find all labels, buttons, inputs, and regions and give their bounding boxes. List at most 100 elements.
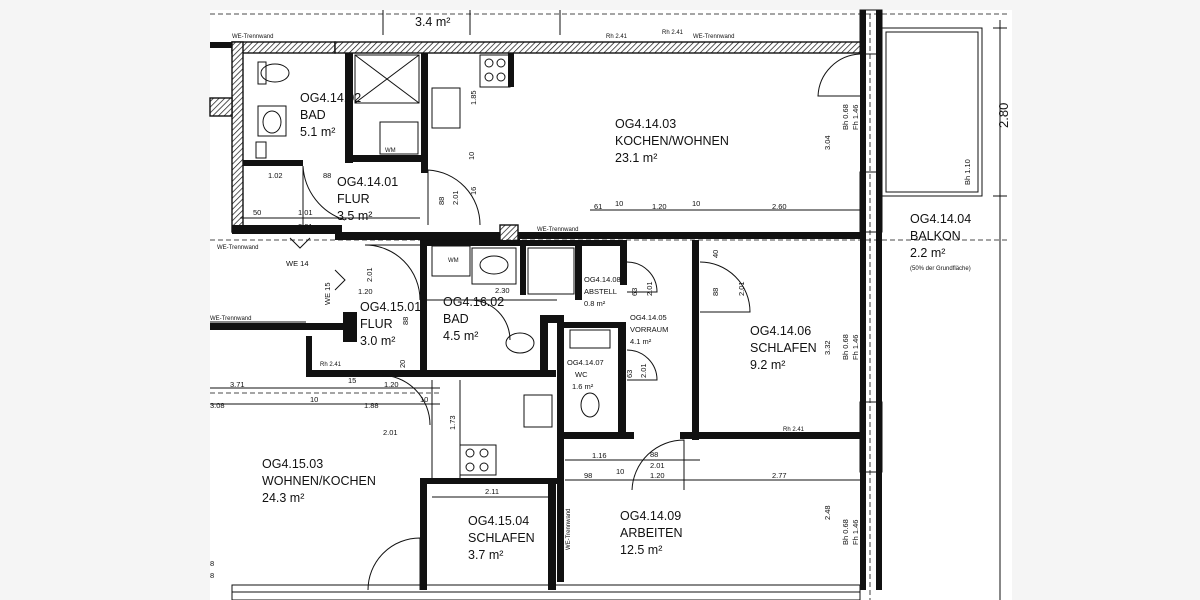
- dim-116: 1.16: [592, 451, 607, 460]
- room-14-04-id: OG4.14.04: [910, 212, 971, 226]
- room-14-06-name: SCHLAFEN: [750, 341, 817, 355]
- dim-185: 1.85: [469, 90, 478, 105]
- dim-88d: 88: [711, 288, 720, 296]
- room-15-03-id: OG4.15.03: [262, 457, 323, 471]
- burner-3: [484, 72, 494, 82]
- door-bad-14-02: [302, 165, 346, 225]
- dim-304: 3.04: [823, 135, 832, 150]
- dim-230: 2.30: [495, 286, 510, 295]
- dim-277: 2.77: [772, 471, 787, 480]
- room-15-04-name: SCHLAFEN: [468, 531, 535, 545]
- room-14-07-area: 1.6 m²: [572, 382, 594, 391]
- burner-1: [484, 58, 494, 68]
- dim-15: 15: [348, 376, 356, 385]
- dim-120b: 1.20: [358, 287, 373, 296]
- washing-machine-2: [431, 245, 471, 277]
- wall-we-trennwand: [210, 323, 343, 330]
- dim-50: 50: [253, 208, 261, 217]
- dim-102: 1.02: [268, 171, 283, 180]
- wall-top-left: [231, 41, 336, 54]
- stove-15: [459, 444, 497, 476]
- room-14-09-name: ARBEITEN: [620, 526, 683, 540]
- room-14-04-name: BALKON: [910, 229, 961, 243]
- sink-bad14: [257, 105, 287, 137]
- we-trennwand-1: WE-Trennwand: [232, 34, 273, 40]
- door-arbeiten: [631, 439, 685, 491]
- room-14-01-name: FLUR: [337, 192, 370, 206]
- bh-schlafen: Bh 0.68: [841, 334, 850, 360]
- burner-15-4: [479, 462, 489, 472]
- door-balcony: [817, 53, 861, 97]
- wall-schlafen15-right: [548, 478, 556, 590]
- dim-173: 1.73: [448, 415, 457, 430]
- burner-15-2: [479, 448, 489, 458]
- dim-101: 1.01: [298, 208, 313, 217]
- we-trennwand-4: WE-Trennwand: [537, 227, 578, 233]
- rh-left: Rh 2.41: [320, 362, 342, 368]
- burner-15-3: [465, 462, 475, 472]
- sink-bowl-bad14: [262, 110, 282, 134]
- wall-flur-bottom: [232, 225, 342, 234]
- door-abstell: [626, 261, 658, 293]
- dim-88c: 88: [401, 317, 410, 325]
- label-we14: WE 14: [286, 259, 309, 268]
- room-14-06-id: OG4.14.06: [750, 324, 811, 338]
- wall-wc-left-stub: [540, 315, 548, 375]
- dim-10f: 10: [616, 467, 624, 476]
- arrow-we15: [334, 269, 346, 291]
- dashed-lines: [210, 10, 1010, 600]
- left-margin: [0, 0, 210, 600]
- dim-40: 40: [711, 250, 720, 258]
- wall-mid-horizontal: [335, 232, 520, 240]
- wall-bad16-left: [420, 240, 427, 375]
- dim-10b: 10: [615, 199, 623, 208]
- wall-abstell-top: [582, 240, 627, 246]
- washing-machine-1: [379, 121, 419, 155]
- room-14-08-name: ABSTELL: [584, 287, 617, 296]
- room-14-05-name: VORRAUM: [630, 325, 668, 334]
- room-14-06-area: 9.2 m²: [750, 358, 785, 372]
- bh-balkon: Bh 1.10: [963, 159, 972, 185]
- rh-top-1: Rh 2.41: [606, 34, 628, 40]
- right-margin: [1012, 0, 1200, 600]
- fh-schlafen: Fh 1.46: [851, 335, 860, 360]
- arrow-we14: [289, 237, 311, 249]
- toilet-wc: [580, 392, 600, 418]
- top-margin: [210, 0, 1012, 10]
- wall-bad16-right: [575, 240, 582, 300]
- window-frame-2: [859, 171, 883, 233]
- dim-201a: 2.01: [298, 222, 313, 231]
- rh-top-2: Rh 2.41: [662, 30, 684, 36]
- wall-schlafen-left: [692, 240, 699, 440]
- we-trennwand-5: WE-Trennwand: [210, 316, 251, 322]
- fh-arbeiten: Fh 1.46: [851, 520, 860, 545]
- room-14-04-note: (50% der Grundfläche): [910, 266, 971, 272]
- we-trennwand-2: WE-Trennwand: [693, 34, 734, 40]
- wall-top: [334, 41, 866, 54]
- dim-201c: 2.01: [365, 267, 374, 282]
- shower-bad16: [527, 247, 575, 295]
- toilet-tank-bad14: [257, 61, 267, 85]
- wall-top-stub: [210, 42, 232, 48]
- wall-kitchen-left: [421, 53, 428, 173]
- dim-10c: 10: [692, 199, 700, 208]
- door-schlafen-14: [699, 261, 751, 313]
- door-bad-16: [469, 299, 511, 341]
- room-14-04-area: 2.2 m²: [910, 246, 945, 260]
- door-flur-15: [364, 244, 421, 301]
- wall-bad16-top: [420, 240, 580, 246]
- room-14-08-area: 0.8 m²: [584, 299, 606, 308]
- room-15-01-id: OG4.15.01: [360, 300, 421, 314]
- shower-diag-2: [354, 54, 420, 104]
- toilet-bad14: [260, 63, 290, 83]
- wall-bad-left: [231, 41, 244, 233]
- dim-10d: 10: [310, 395, 318, 404]
- dim-98: 98: [584, 471, 592, 480]
- wall-mid-right: [518, 232, 860, 239]
- label-we15: WE 15: [323, 282, 332, 305]
- sink-15: [523, 394, 553, 428]
- dim-8b: 8: [210, 571, 214, 580]
- room-16-02-name: BAD: [443, 312, 469, 326]
- dim-188: 1.88: [364, 401, 379, 410]
